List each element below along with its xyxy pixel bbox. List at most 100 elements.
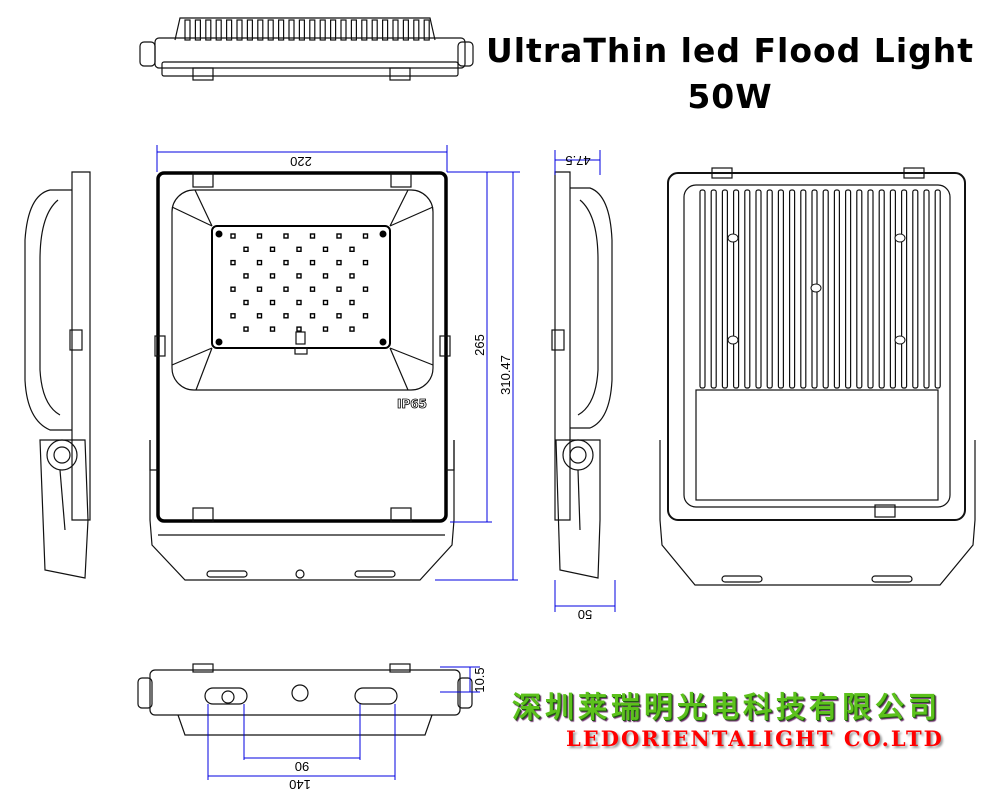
mount-hole-icon xyxy=(727,233,739,243)
led-chip xyxy=(296,273,302,279)
led-chip xyxy=(322,299,329,306)
heatsink-fin xyxy=(844,189,852,389)
dim-depth-total: 50 xyxy=(578,607,592,622)
led-chip xyxy=(336,313,342,319)
heatsink-fin xyxy=(215,19,222,41)
led-chip xyxy=(256,233,263,239)
heatsink-fin xyxy=(330,19,337,41)
heatsink-fin xyxy=(278,19,285,41)
led-chip xyxy=(309,233,316,239)
title-line-1: UltraThin led Flood Light xyxy=(485,31,975,70)
mount-hole-icon xyxy=(810,283,822,293)
led-chip xyxy=(256,286,263,292)
led-chip xyxy=(243,273,249,279)
heatsink-fin xyxy=(766,189,773,389)
back-view xyxy=(659,167,976,586)
ip65-marking: IP65 xyxy=(397,397,427,411)
led-chip xyxy=(309,259,316,266)
heatsink-fin xyxy=(267,19,274,41)
heatsink-fin xyxy=(236,19,243,41)
dim-bracket-width: 140 xyxy=(289,777,311,792)
led-chip xyxy=(336,259,342,266)
dim-width: 220 xyxy=(290,154,312,169)
led-chip xyxy=(309,286,316,292)
dim-height-total: 310.47 xyxy=(498,355,513,395)
led-chip xyxy=(269,299,276,306)
heatsink-fin xyxy=(288,19,295,41)
led-chip xyxy=(349,299,355,306)
led-chip xyxy=(336,233,342,239)
heatsink-fin xyxy=(833,189,841,389)
heatsink-fin xyxy=(371,19,378,41)
dim-bracket-height: 10.5 xyxy=(472,667,487,692)
heatsink-fin xyxy=(878,189,885,389)
heatsink-fin xyxy=(755,189,762,389)
led-chip xyxy=(309,313,316,319)
heatsink-fin xyxy=(257,19,264,41)
led-chip xyxy=(349,326,355,332)
led-chip xyxy=(336,286,342,292)
led-chip xyxy=(283,233,289,239)
dim-hole-spacing: 90 xyxy=(295,759,309,774)
led-chip xyxy=(362,286,369,292)
mount-hole-icon xyxy=(894,335,906,345)
screw-icon xyxy=(379,338,387,346)
company-name-en: LEDORIENTALIGHT CO.LTD xyxy=(566,726,944,751)
led-chip xyxy=(283,286,289,292)
led-chip xyxy=(269,273,276,279)
screw-icon xyxy=(379,230,387,238)
dimension-lines xyxy=(156,145,616,780)
led-chip xyxy=(230,233,236,239)
front-view: IP65 xyxy=(149,171,455,581)
led-chip xyxy=(230,313,236,319)
led-chip xyxy=(256,313,263,319)
right-side-view xyxy=(551,171,613,579)
led-chip xyxy=(349,246,355,253)
led-chip xyxy=(362,233,369,239)
heatsink-fin xyxy=(184,19,191,41)
heatsink-fin xyxy=(934,189,941,389)
heatsink-fin xyxy=(732,189,740,389)
company-name-cn: 深圳莱瑞明光电科技有限公司 xyxy=(512,690,942,724)
led-chip xyxy=(362,313,369,319)
heatsink-fin xyxy=(777,189,785,389)
heatsink-fin xyxy=(889,189,897,389)
heatsink-fin xyxy=(246,19,253,41)
led-chip xyxy=(269,246,276,253)
led-chip xyxy=(243,326,249,332)
mount-hole-icon xyxy=(894,233,906,243)
dim-height-body: 265 xyxy=(472,334,487,356)
led-chip xyxy=(283,313,289,319)
screw-icon xyxy=(215,338,223,346)
heatsink-fin xyxy=(226,19,233,41)
led-chip xyxy=(349,273,355,279)
led-chip xyxy=(362,259,369,266)
led-chip xyxy=(269,326,276,332)
heatsink-fin xyxy=(423,19,430,41)
heatsink-fin xyxy=(382,19,389,41)
heatsink-fin xyxy=(710,189,717,389)
heatsink-fin xyxy=(800,189,807,389)
led-chip xyxy=(322,326,329,332)
led-chip xyxy=(296,326,302,332)
led-chip xyxy=(283,259,289,266)
heatsink-fin xyxy=(402,19,409,41)
led-chip xyxy=(230,259,236,266)
heatsink-fin xyxy=(298,19,305,41)
heatsink-fin xyxy=(867,189,874,389)
heatsink-fin xyxy=(350,19,357,41)
heatsink-fin xyxy=(309,19,316,41)
heatsink-fin xyxy=(319,19,326,41)
heatsink-fin xyxy=(413,19,420,41)
left-side-view xyxy=(24,171,91,579)
heatsink-fin xyxy=(923,189,930,389)
heatsink-fin xyxy=(340,19,347,41)
heatsink-fin xyxy=(900,189,908,389)
heatsink-fin xyxy=(361,19,368,41)
dim-depth-top: 47.5 xyxy=(565,153,590,168)
led-chip xyxy=(296,246,302,253)
led-chip xyxy=(296,299,302,306)
heatsink-fin xyxy=(699,189,706,389)
heatsink-fin xyxy=(744,189,751,389)
